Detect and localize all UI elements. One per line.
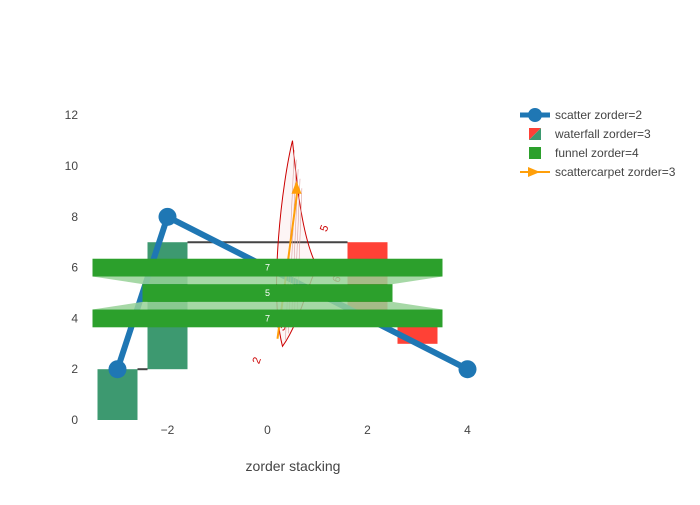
funnel-bar <box>92 258 443 277</box>
funnel-connector <box>92 276 443 285</box>
y-tick-label: 2 <box>71 362 78 376</box>
funnel-bar <box>142 284 393 302</box>
y-tick-label: 6 <box>71 261 78 275</box>
funnel-connector <box>92 301 443 310</box>
y-tick-label: 10 <box>65 159 79 173</box>
scattercarpet-marker <box>291 180 302 194</box>
legend: scatter zorder=2 waterfall zorder=3 funnel… <box>520 108 676 179</box>
legend-swatch-scatter-marker <box>528 108 542 122</box>
axes-layer: 0 2 4 6 8 10 12 −2 0 2 4 <box>65 108 472 437</box>
funnel-bar <box>92 309 443 328</box>
y-tick-label: 12 <box>65 108 79 122</box>
carpet-layer: 23456 <box>250 140 344 366</box>
funnel-value-label: 5 <box>265 288 270 298</box>
y-tick-label: 4 <box>71 311 78 325</box>
funnel-layer: 7 5 7 <box>92 258 443 328</box>
legend-label: funnel zorder=4 <box>555 146 639 160</box>
scatter-point <box>108 360 127 379</box>
legend-swatch-funnel <box>529 147 541 159</box>
legend-label: waterfall zorder=3 <box>554 127 651 141</box>
legend-label: scattercarpet zorder=3 <box>555 165 676 179</box>
y-tick-label: 0 <box>71 413 78 427</box>
funnel-value-label: 7 <box>265 263 270 273</box>
carpet-axis-label: 2 <box>250 356 263 366</box>
x-tick-label: 0 <box>264 423 271 437</box>
x-axis-title: zorder stacking <box>246 458 341 474</box>
carpet-axis-label: 5 <box>318 224 331 234</box>
funnel-value-label: 7 <box>265 313 270 323</box>
y-tick-label: 8 <box>71 210 78 224</box>
legend-item: scatter zorder=2 <box>520 108 642 122</box>
legend-item: waterfall zorder=3 <box>529 127 651 141</box>
x-tick-label: −2 <box>161 423 175 437</box>
legend-item: scattercarpet zorder=3 <box>520 165 676 179</box>
x-tick-label: 4 <box>464 423 471 437</box>
scatter-point <box>458 360 477 379</box>
legend-swatch-waterfall-inc <box>529 128 541 140</box>
carpet-axis-label: 3 <box>275 323 288 333</box>
legend-swatch-scattercarpet-marker <box>528 167 540 177</box>
legend-label: scatter zorder=2 <box>555 108 642 122</box>
legend-item: funnel zorder=4 <box>529 146 639 160</box>
scatter-point <box>158 207 177 226</box>
x-tick-label: 2 <box>364 423 371 437</box>
